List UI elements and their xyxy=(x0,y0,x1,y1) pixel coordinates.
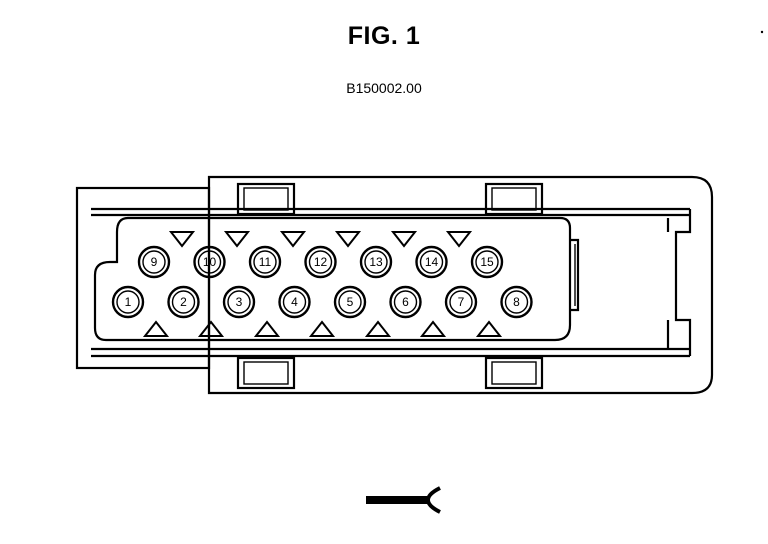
pin-label: 6 xyxy=(402,295,409,309)
key-triangle-bottom xyxy=(419,320,447,337)
pin-label: 2 xyxy=(180,295,187,309)
key-triangle-top xyxy=(445,231,473,248)
pin-label: 10 xyxy=(203,255,217,269)
pin-label: 14 xyxy=(425,255,439,269)
key-triangle-top xyxy=(223,231,251,248)
key-triangle-bottom xyxy=(142,320,170,337)
pin-14: 14 xyxy=(415,245,448,279)
keying-triangles xyxy=(142,231,503,337)
pin-4: 4 xyxy=(278,285,311,319)
pin-12: 12 xyxy=(304,245,337,279)
lock-tab-top-left xyxy=(236,182,296,216)
key-triangle-bottom xyxy=(364,320,392,337)
pin-9: 9 xyxy=(137,245,171,279)
pin-label: 15 xyxy=(480,255,494,269)
pin-8: 8 xyxy=(500,285,533,319)
key-triangle-bottom xyxy=(475,320,503,337)
pin-label: 12 xyxy=(314,255,328,269)
stray-dot xyxy=(760,30,764,34)
pin-5: 5 xyxy=(333,285,367,319)
pin-label: 9 xyxy=(151,255,158,269)
latch-channel xyxy=(674,209,692,356)
key-triangle-top xyxy=(279,231,307,248)
pin-label: 13 xyxy=(369,255,383,269)
pin-label: 5 xyxy=(347,295,354,309)
outer-housing-right xyxy=(207,175,714,395)
pin-label: 3 xyxy=(236,295,243,309)
key-triangle-bottom xyxy=(308,320,336,337)
female-connector-symbol xyxy=(366,486,441,514)
key-triangle-top xyxy=(168,231,196,248)
key-triangle-top xyxy=(390,231,418,248)
pin-label: 8 xyxy=(513,295,520,309)
pin-6: 6 xyxy=(389,285,422,319)
key-triangle-bottom xyxy=(197,320,225,337)
pin-label: 11 xyxy=(259,255,272,269)
key-triangle-bottom xyxy=(253,320,281,337)
pin-10: 10 xyxy=(193,245,226,279)
pin-label: 7 xyxy=(458,295,465,309)
connector-housing xyxy=(75,175,714,395)
pin-1: 1 xyxy=(111,285,145,319)
pin-7: 7 xyxy=(444,285,478,319)
pin-label: 4 xyxy=(291,295,298,309)
pin-cavity xyxy=(93,216,572,342)
lock-tab-bottom-left xyxy=(236,356,296,390)
pin-2: 2 xyxy=(167,285,200,319)
lock-tab-bottom-right xyxy=(484,356,544,390)
cavity-key xyxy=(570,238,580,312)
pin-3: 3 xyxy=(222,285,256,319)
lock-tab-top-right xyxy=(484,182,544,216)
pin-row-top: 9 10 11 12 13 14 15 xyxy=(137,245,504,279)
pin-row-bottom: 1 2 3 4 5 6 7 8 xyxy=(111,285,533,319)
pin-13: 13 xyxy=(359,245,393,279)
figure-title: FIG. 1 xyxy=(347,22,421,50)
pin-15: 15 xyxy=(470,245,504,279)
key-triangle-top xyxy=(334,231,362,248)
pin-11: 11 xyxy=(248,245,282,279)
figure-code: B150002.00 xyxy=(346,80,422,96)
pin-label: 1 xyxy=(125,295,132,309)
